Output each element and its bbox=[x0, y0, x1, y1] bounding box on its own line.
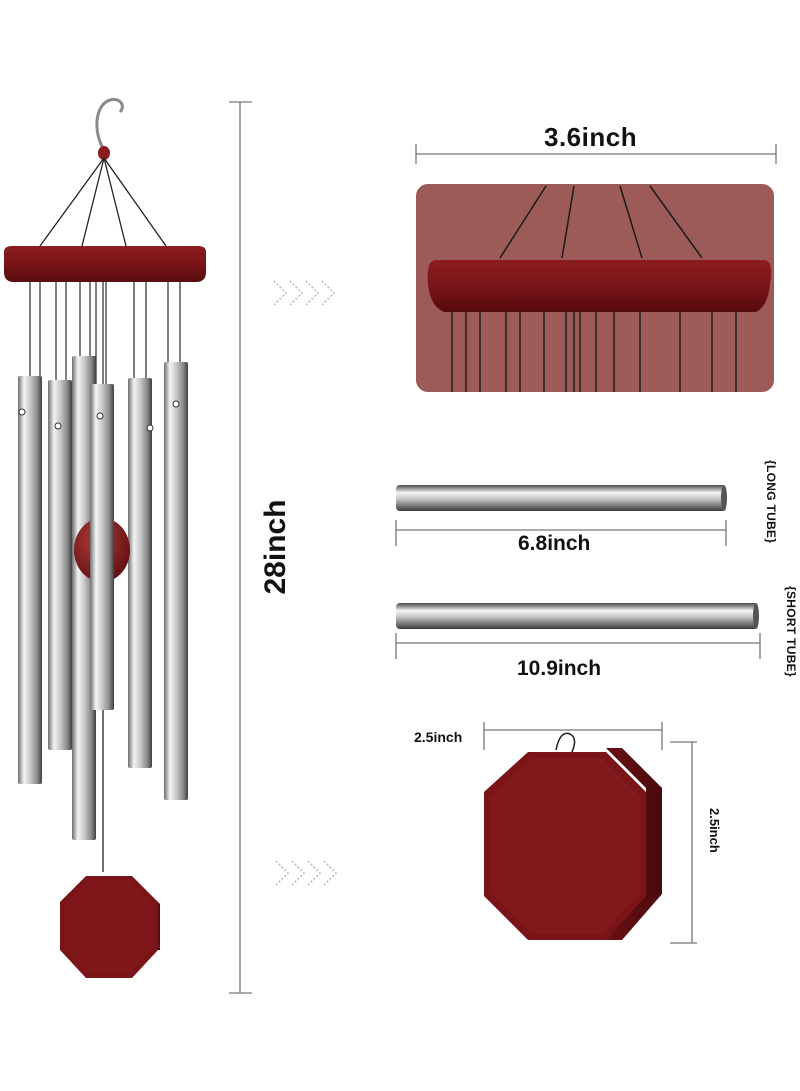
long-tube-length-label: 6.8inch bbox=[518, 532, 591, 555]
total-height-label: 28inch bbox=[259, 499, 292, 595]
short-tube-illustration bbox=[395, 603, 761, 659]
long-tube-illustration bbox=[395, 485, 727, 546]
ring-detail-panel bbox=[415, 144, 777, 392]
short-tube-tag: {SHORT TUBE} bbox=[784, 586, 798, 677]
wind-chime-illustration bbox=[4, 97, 206, 978]
long-tube-tag: {LONG TUBE} bbox=[764, 460, 778, 544]
height-dimension-line bbox=[229, 101, 252, 994]
sail-height-label: 2.5inch bbox=[707, 808, 722, 853]
chevron-arrows-icon bbox=[273, 280, 336, 306]
chevron-arrows-icon-bottom bbox=[275, 860, 338, 886]
sail-detail-illustration bbox=[483, 722, 697, 944]
sail-width-label: 2.5inch bbox=[414, 729, 463, 745]
short-tube-length-label: 10.9inch bbox=[517, 657, 602, 680]
ring-diameter-label: 3.6inch bbox=[544, 122, 638, 152]
